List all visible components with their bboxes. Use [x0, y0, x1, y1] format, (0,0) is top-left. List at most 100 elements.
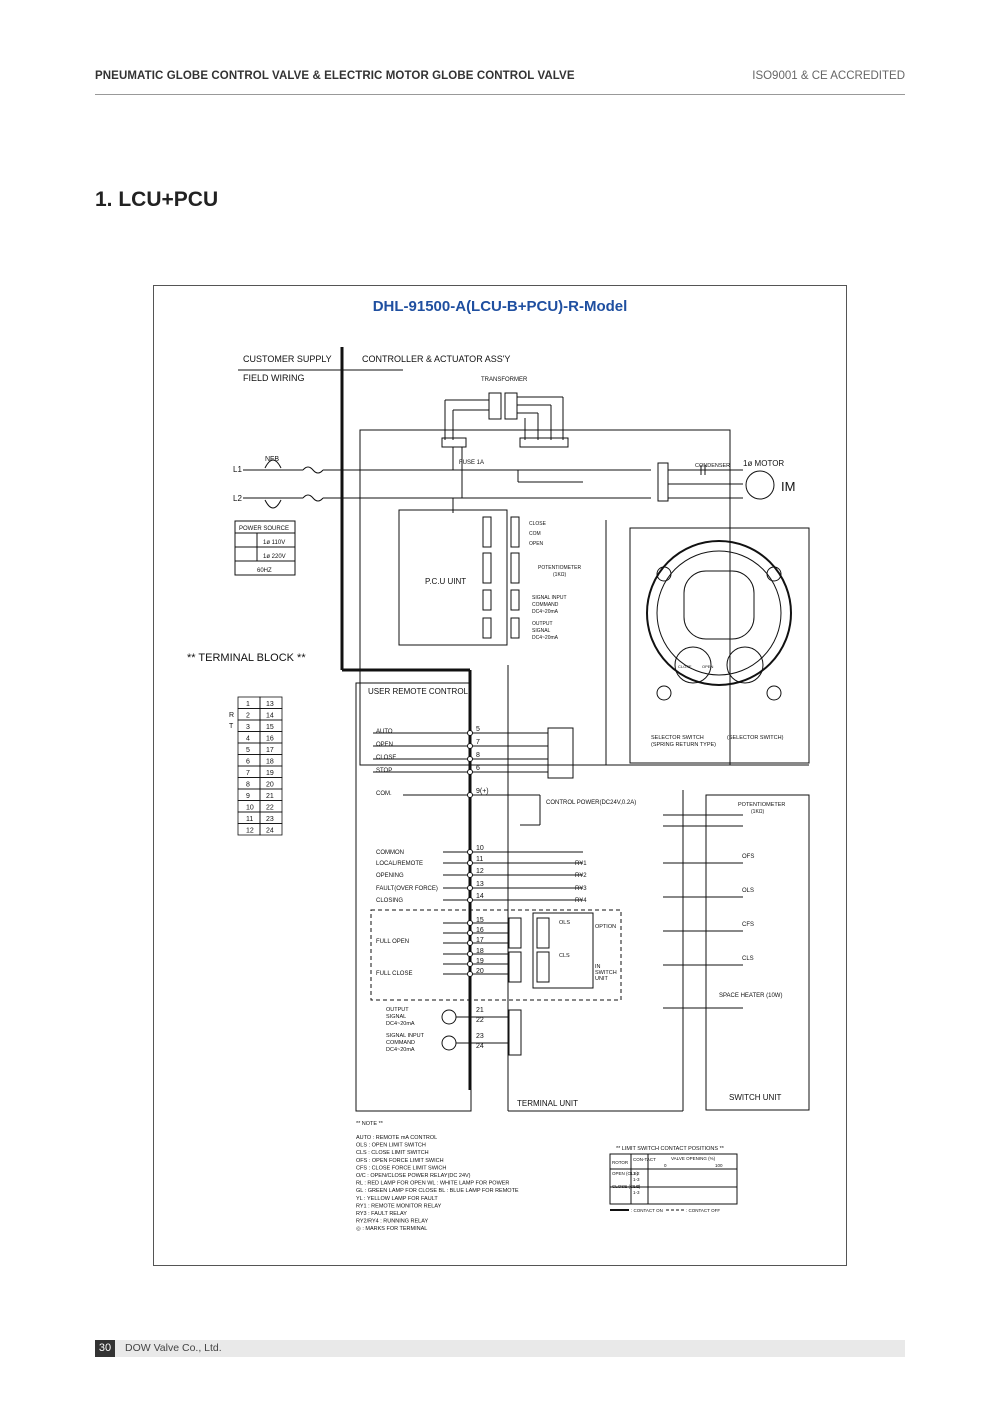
option-label: OPTION [595, 924, 616, 930]
im-label: IM [781, 479, 795, 494]
relay-output-num: 12 [476, 868, 484, 875]
limit-table-contact: CON-TACT [633, 1157, 656, 1162]
l1-label: L1 [233, 465, 242, 474]
terminal-mark [467, 961, 473, 967]
terminal-mark [467, 730, 473, 736]
limit-legend-on: : CONTACT ON [631, 1208, 663, 1213]
note-line: RL : RED LAMP FOR OPEN WL : WHITE LAMP F… [356, 1181, 509, 1187]
power-source-title: POWER SOURCE [239, 526, 289, 532]
selector-switch-2: (SELECTOR SWITCH) [727, 735, 784, 741]
terminal-mark [467, 920, 473, 926]
motor-label: 1ø MOTOR [743, 459, 784, 468]
terminal-block-num: 13 [266, 701, 274, 708]
selector-switch-1: SELECTOR SWITCH [651, 735, 704, 741]
analog-terminal-num: 24 [476, 1043, 484, 1050]
power-220v: 1ø 220V [263, 554, 286, 560]
analog-terminal-num: 22 [476, 1017, 484, 1024]
condenser-label: CONDENSER [695, 463, 730, 469]
selector-switch-1b: (SPRING RETURN TYPE) [651, 742, 716, 748]
terminal-block-num: 14 [266, 713, 274, 720]
relay-name: RY4 [575, 898, 587, 904]
company-name: DOW Valve Co., Ltd. [125, 1342, 222, 1354]
note-line: AUTO : REMOTE mA CONTROL [356, 1135, 437, 1141]
limit-row-rotor: CLOSE (CLS) [612, 1184, 641, 1189]
terminal-block-num: 12 [246, 828, 254, 835]
note-line: OFS : OPEN FORCE LIMIT SWICH [356, 1158, 444, 1164]
fuse-label: FUSE 1A [459, 460, 484, 466]
header-accreditation: ISO9001 & CE ACCREDITED [752, 70, 905, 82]
pcu-potentiometer-sub: (1KΩ) [553, 572, 567, 578]
switch-item-label: CLS [742, 956, 754, 962]
rst-t: T [229, 723, 234, 730]
remote-input-label: CLOSE [376, 755, 396, 761]
analog-terminal-num: 21 [476, 1007, 484, 1014]
terminal-block-num: 5 [246, 747, 250, 754]
option-terminal-num: 15 [476, 917, 484, 924]
terminal-block-num: 18 [266, 759, 274, 766]
terminal-block-cell [259, 823, 283, 836]
note-line: CFS : CLOSE FORCE LIMIT SWICH [356, 1165, 446, 1171]
limit-row-contact: 1-3 [633, 1177, 640, 1182]
terminal-block-num: 1 [246, 701, 250, 708]
relay-output-num: 10 [476, 845, 484, 852]
relay-outputs: COMMON10LOCAL/REMOTE11RY1OPENING12RY2FAU… [376, 845, 587, 904]
remote-input-label: COM. [376, 791, 392, 797]
limit-table-valve-opening: VALVE OPENING (%) [671, 1156, 716, 1161]
option-terminal-num: 16 [476, 927, 484, 934]
analog-output-1: OUTPUT [386, 1007, 409, 1013]
terminal-mark [467, 940, 473, 946]
note-line: ◎ : MARKS FOR TERMINAL [356, 1226, 427, 1232]
relay-output-label: LOCAL/REMOTE [376, 861, 423, 867]
analog-output-2: SIGNAL [386, 1014, 406, 1020]
terminal-block-num: 23 [266, 816, 274, 823]
pcu-potentiometer: POTENTIOMETER [538, 565, 581, 571]
terminal-mark [467, 792, 473, 798]
terminal-block-num: 11 [246, 816, 253, 823]
limit-row-contact: 1-3 [633, 1190, 640, 1195]
diagram-title: DHL-91500-A(LCU-B+PCU)-R-Model [372, 298, 628, 315]
full-open-label: FULL OPEN [376, 939, 409, 945]
terminal-block-num: 16 [266, 736, 274, 743]
limit-row-contact: 1-2 [633, 1184, 640, 1189]
note-line: RY3 : FAULT RELAY [356, 1211, 407, 1217]
remote-input-num: 5 [476, 726, 480, 733]
terminal-block-num: 4 [246, 736, 250, 743]
analog-input-1: SIGNAL INPUT [386, 1033, 425, 1039]
remote-input-num: 6 [476, 765, 480, 772]
signal-input-3: DC4~20mA [532, 609, 559, 615]
note-line: YL : YELLOW LAMP FOR FAULT [356, 1196, 438, 1202]
customer-supply-label: CUSTOMER SUPPLY [243, 354, 332, 364]
in-switch-unit-2: SWITCH [595, 970, 617, 976]
limit-row-rotor: OPEN (OLS) [612, 1171, 639, 1176]
signal-input-2: COMMAND [532, 602, 559, 608]
switch-item-label: CFS [742, 922, 754, 928]
relay-output-num: 13 [476, 881, 484, 888]
header-title: PNEUMATIC GLOBE CONTROL VALVE & ELECTRIC… [95, 70, 575, 82]
terminal-block-num: 8 [246, 782, 250, 789]
analog-output-3: DC4~20mA [386, 1021, 415, 1027]
terminal-block-num: 22 [266, 805, 274, 812]
note-title: ** NOTE ** [356, 1121, 384, 1127]
analog-input-3: DC4~20mA [386, 1047, 415, 1053]
relay-output-label: OPENING [376, 873, 404, 879]
limit-table-zero: 0 [664, 1163, 667, 1168]
panel-open: OPEN [702, 664, 713, 669]
terminal-mark [467, 951, 473, 957]
terminal-block-num: 15 [266, 724, 274, 731]
relay-name: RY3 [575, 886, 587, 892]
note-line: RY1 : REMOTE MONITOR RELAY [356, 1203, 442, 1209]
terminal-block-num: 9 [246, 793, 250, 800]
terminal-block-num: 21 [266, 793, 274, 800]
terminal-mark [467, 872, 473, 878]
option-cls-label: CLS [559, 953, 570, 959]
remote-input-num: 7 [476, 739, 480, 746]
analog-input-2: COMMAND [386, 1040, 415, 1046]
terminal-mark [467, 930, 473, 936]
switch-potentiometer: POTENTIOMETER [738, 802, 785, 808]
switch-item-label: OLS [742, 888, 754, 894]
option-terminal-num: 17 [476, 937, 484, 944]
relay-output-num: 14 [476, 893, 484, 900]
pcu-open: OPEN [529, 541, 544, 547]
